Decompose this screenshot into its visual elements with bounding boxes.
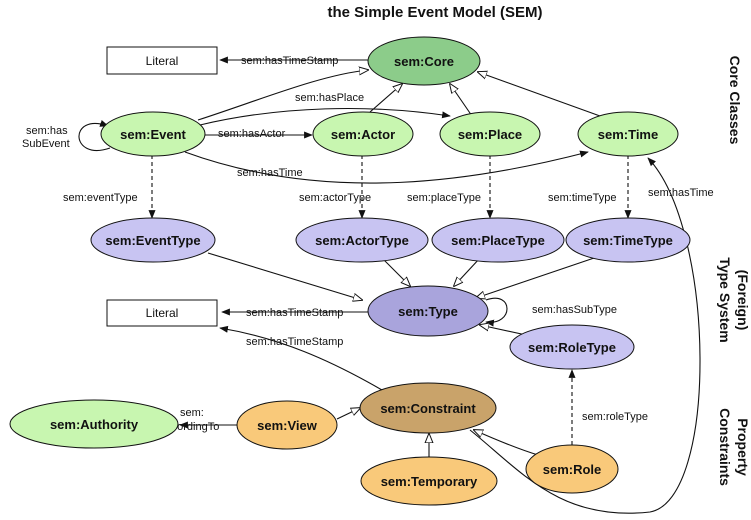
edge-label-core-has-time-stamp: sem:hasTimeStamp [241,55,338,67]
edge-placetype-type [454,257,481,286]
svg-text:(Foreign): (Foreign) [735,270,751,331]
node-sem-role: sem:Role [525,444,619,494]
edge-has-sub-event [78,120,111,151]
node-sem-place: sem:Place [439,111,541,157]
node-sem-actor-type: sem:ActorType [295,217,429,263]
edge-label-role-has-time: sem:hasTime [648,187,714,199]
edge-timetype-type [476,255,601,298]
edge-view-constraint [336,408,360,420]
svg-text:Type System: Type System [717,257,733,342]
node-sem-view: sem:View [236,400,338,450]
node-sem-place-type: sem:PlaceType [431,217,565,263]
svg-text:Property: Property [735,418,751,476]
node-sem-actor: sem:Actor [312,111,414,157]
edge-role-has-time [469,157,701,514]
node-sem-temporary: sem:Temporary [360,456,498,506]
svg-text:sem:EventType: sem:EventType [105,233,200,248]
edge-has-sub-type [485,297,508,327]
edge-actor-core [369,84,402,113]
node-sem-authority: sem:Authority [9,399,179,449]
edge-place-core [450,84,473,117]
node-sem-role-type: sem:RoleType [509,324,635,370]
diagram-title: the Simple Event Model (SEM) [327,4,542,21]
literal-node-top: Literal [106,46,218,75]
edge-label-has-place: sem:hasPlace [295,92,364,104]
svg-text:sem:RoleType: sem:RoleType [528,340,616,355]
edge-event-core [197,70,368,121]
edge-label-event-type: sem:eventType [63,192,138,204]
section-label-property-constraints: Property Constraints [717,408,751,486]
section-label-type-system: (Foreign) Type System [717,257,751,342]
svg-text:sem:Core: sem:Core [394,54,454,69]
section-label-core-classes: Core Classes [727,56,743,145]
svg-text:sem:Type: sem:Type [398,304,458,319]
node-sem-core: sem:Core [367,36,481,86]
literal-node-mid: Literal [106,299,218,327]
edge-label-has-sub-type: sem:hasSubType [532,304,617,316]
node-sem-event-type: sem:EventType [90,217,216,263]
edge-constraint-has-time-stamp [219,325,383,391]
svg-text:sem:Place: sem:Place [458,127,522,142]
edge-has-place [199,107,451,126]
svg-text:Literal: Literal [146,54,179,68]
svg-text:Literal: Literal [146,306,179,320]
node-sem-time-type: sem:TimeType [565,217,691,263]
svg-text:sem:Temporary: sem:Temporary [381,474,478,489]
edge-label-type-has-time-stamp: sem:hasTimeStamp [246,307,343,319]
svg-text:sem:Constraint: sem:Constraint [380,401,476,416]
node-sem-time: sem:Time [577,111,679,157]
edge-label-has-sub-event-1: sem:has [26,125,68,137]
svg-text:sem:View: sem:View [257,418,318,433]
svg-text:sem:Authority: sem:Authority [50,417,139,432]
edge-label-time-type: sem:timeType [548,192,616,204]
node-sem-constraint: sem:Constraint [359,382,497,434]
edge-actortype-type [381,257,410,286]
edge-time-core [478,72,601,117]
edge-label-constraint-has-time-stamp: sem:hasTimeStamp [246,336,343,348]
svg-text:sem:Event: sem:Event [120,127,186,142]
edge-label-place-type: sem:placeType [407,192,481,204]
edge-label-has-time: sem:hasTime [237,167,303,179]
svg-text:sem:ActorType: sem:ActorType [315,233,409,248]
svg-text:Core Classes: Core Classes [727,56,743,145]
edge-label-actor-type: sem:actorType [299,192,371,204]
svg-text:sem:Time: sem:Time [598,127,658,142]
edge-label-according-to-1: sem: [180,407,204,419]
svg-text:sem:PlaceType: sem:PlaceType [451,233,545,248]
edge-eventtype-type [207,252,362,300]
edge-label-has-sub-event-2: SubEvent [22,138,70,150]
edge-role-constraint [474,430,539,456]
edge-label-role-type: sem:roleType [582,411,648,423]
svg-text:sem:TimeType: sem:TimeType [583,233,673,248]
edge-has-time [184,150,589,184]
node-sem-type: sem:Type [367,285,489,337]
svg-text:sem:Role: sem:Role [543,462,602,477]
svg-text:Constraints: Constraints [717,408,733,486]
edge-label-has-actor: sem:hasActor [218,128,286,140]
svg-text:sem:Actor: sem:Actor [331,127,395,142]
node-sem-event: sem:Event [100,111,206,157]
